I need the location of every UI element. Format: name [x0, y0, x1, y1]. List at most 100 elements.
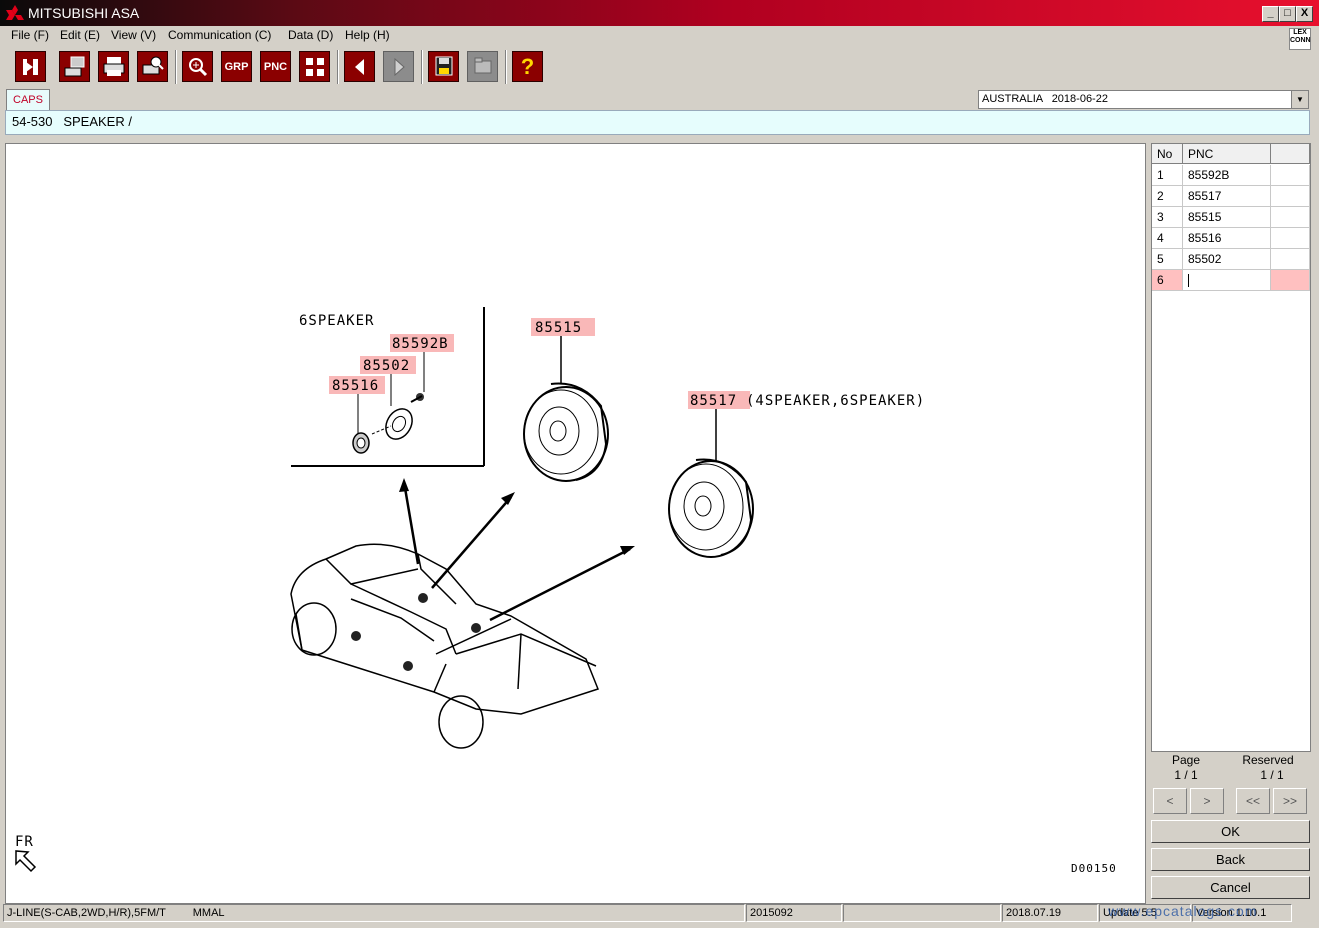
- print-preview-button[interactable]: [137, 51, 168, 82]
- print-preview-icon: [142, 56, 164, 74]
- folder-open-icon: [474, 57, 491, 73]
- callout-85502[interactable]: 85502: [360, 356, 416, 374]
- next-page-button[interactable]: >: [1190, 788, 1224, 814]
- table-row[interactable]: 4 85516: [1152, 228, 1310, 249]
- grid-icon: [305, 57, 324, 76]
- vehicle-outline: [290, 543, 599, 749]
- print-screen-button[interactable]: [59, 51, 90, 82]
- print-monitor-icon: [64, 56, 84, 76]
- table-row[interactable]: 5 85502: [1152, 249, 1310, 270]
- tab-caps[interactable]: CAPS: [6, 89, 50, 110]
- svg-text:85516: 85516: [332, 378, 379, 394]
- row-pnc: 85515: [1183, 207, 1271, 228]
- breadcrumb: 54-530 SPEAKER /: [5, 110, 1310, 135]
- table-row[interactable]: 2 85517: [1152, 186, 1310, 207]
- last-page-button[interactable]: >>: [1273, 788, 1307, 814]
- chevron-down-icon[interactable]: ▼: [1291, 91, 1308, 108]
- magnifier-icon: [188, 57, 207, 76]
- direction-label: FR: [15, 834, 34, 850]
- table-row[interactable]: 3 85515: [1152, 207, 1310, 228]
- status-date: 2018.07.19: [1002, 904, 1098, 922]
- open-button[interactable]: [467, 51, 498, 82]
- close-button[interactable]: X: [1296, 6, 1313, 22]
- menu-edit[interactable]: Edit (E): [60, 28, 101, 42]
- speaker-illustration: 6SPEAKER 85592B 85502 85516 85515 85517 …: [15, 307, 1117, 875]
- row-extra: [1271, 270, 1310, 291]
- row-extra: [1271, 249, 1310, 270]
- print-button[interactable]: [98, 51, 129, 82]
- page-label: Page: [1171, 753, 1201, 767]
- front-direction-icon: [15, 850, 37, 873]
- menu-view[interactable]: View (V): [111, 28, 157, 42]
- column-header-no[interactable]: No: [1152, 144, 1183, 164]
- svg-text:85592B: 85592B: [392, 336, 449, 352]
- save-disk-icon: [435, 56, 452, 75]
- help-button[interactable]: ?: [512, 51, 543, 82]
- row-pnc-input[interactable]: [1183, 270, 1271, 291]
- toolbar-separator: [337, 50, 339, 84]
- previous-button[interactable]: [344, 51, 375, 82]
- prev-page-button[interactable]: <: [1153, 788, 1187, 814]
- arrow-left-icon: [354, 58, 364, 75]
- row-no: 4: [1152, 228, 1183, 249]
- reserved-label: Reserved: [1242, 753, 1294, 767]
- status-version: Version 1.10.1: [1192, 904, 1292, 922]
- row-extra: [1271, 207, 1310, 228]
- title-bar: MITSUBISHI ASA _ □ X: [0, 0, 1319, 26]
- column-header-extra: [1271, 144, 1310, 164]
- window-title: MITSUBISHI ASA: [28, 5, 140, 21]
- toolbar-separator: [505, 50, 507, 84]
- callout-85516[interactable]: 85516: [329, 376, 385, 394]
- menu-communication[interactable]: Communication (C): [168, 28, 272, 42]
- status-model-text: J-LINE(S-CAB,2WD,H/R),5FM/T: [7, 907, 166, 919]
- menu-bar: File (F) Edit (E) View (V) Communication…: [0, 26, 1319, 50]
- toolbar-separator: [421, 50, 423, 84]
- back-button[interactable]: Back: [1151, 848, 1310, 871]
- menu-data[interactable]: Data (D): [288, 28, 334, 42]
- zoom-button[interactable]: [182, 51, 213, 82]
- reserved-value: 1 / 1: [1260, 768, 1284, 782]
- mitsubishi-logo-icon: [6, 5, 24, 20]
- table-row[interactable]: 1 85592B: [1152, 165, 1310, 186]
- status-market: MMAL: [192, 907, 225, 919]
- grid-view-button[interactable]: [299, 51, 330, 82]
- svg-text:85515: 85515: [535, 320, 582, 336]
- svg-text:85502: 85502: [363, 358, 410, 374]
- row-no: 2: [1152, 186, 1183, 207]
- printer-icon: [103, 56, 124, 76]
- page-value: 1 / 1: [1174, 768, 1198, 782]
- ok-button[interactable]: OK: [1151, 820, 1310, 843]
- exit-button[interactable]: [15, 51, 46, 82]
- menu-file[interactable]: File (F): [11, 28, 49, 42]
- row-extra: [1271, 228, 1310, 249]
- inset-title: 6SPEAKER: [299, 313, 374, 329]
- minimize-button[interactable]: _: [1262, 6, 1279, 22]
- row-pnc: 85516: [1183, 228, 1271, 249]
- cancel-button[interactable]: Cancel: [1151, 876, 1310, 899]
- first-page-button[interactable]: <<: [1236, 788, 1270, 814]
- diagram-code: D00150: [1071, 862, 1117, 875]
- row-no: 1: [1152, 165, 1183, 186]
- callout-85592B[interactable]: 85592B: [390, 334, 454, 352]
- row-no: 5: [1152, 249, 1183, 270]
- callout-85517[interactable]: 85517: [688, 391, 750, 409]
- next-button[interactable]: [383, 51, 414, 82]
- table-row-selected[interactable]: 6: [1152, 270, 1310, 291]
- parts-diagram[interactable]: 6SPEAKER 85592B 85502 85516 85515 85517 …: [5, 143, 1146, 904]
- region-date-select[interactable]: AUSTRALIA 2018-06-22 ▼: [978, 90, 1309, 109]
- row-pnc: 85592B: [1183, 165, 1271, 186]
- pnc-button[interactable]: PNC: [260, 51, 291, 82]
- callout-note: (4SPEAKER,6SPEAKER): [746, 393, 925, 409]
- column-header-pnc[interactable]: PNC: [1183, 144, 1271, 164]
- text-cursor: [1188, 274, 1189, 288]
- row-extra: [1271, 165, 1310, 186]
- row-extra: [1271, 186, 1310, 207]
- maximize-button[interactable]: □: [1279, 6, 1296, 22]
- callout-85515[interactable]: 85515: [531, 318, 595, 336]
- save-button[interactable]: [428, 51, 459, 82]
- lexconn-logo: LEX CONN: [1289, 28, 1311, 50]
- status-model: J-LINE(S-CAB,2WD,H/R),5FM/T MMAL: [3, 904, 745, 922]
- grp-button[interactable]: GRP: [221, 51, 252, 82]
- pnc-table[interactable]: No PNC 1 85592B 2 85517 3 85515 4 85516 …: [1151, 143, 1311, 752]
- menu-help[interactable]: Help (H): [345, 28, 390, 42]
